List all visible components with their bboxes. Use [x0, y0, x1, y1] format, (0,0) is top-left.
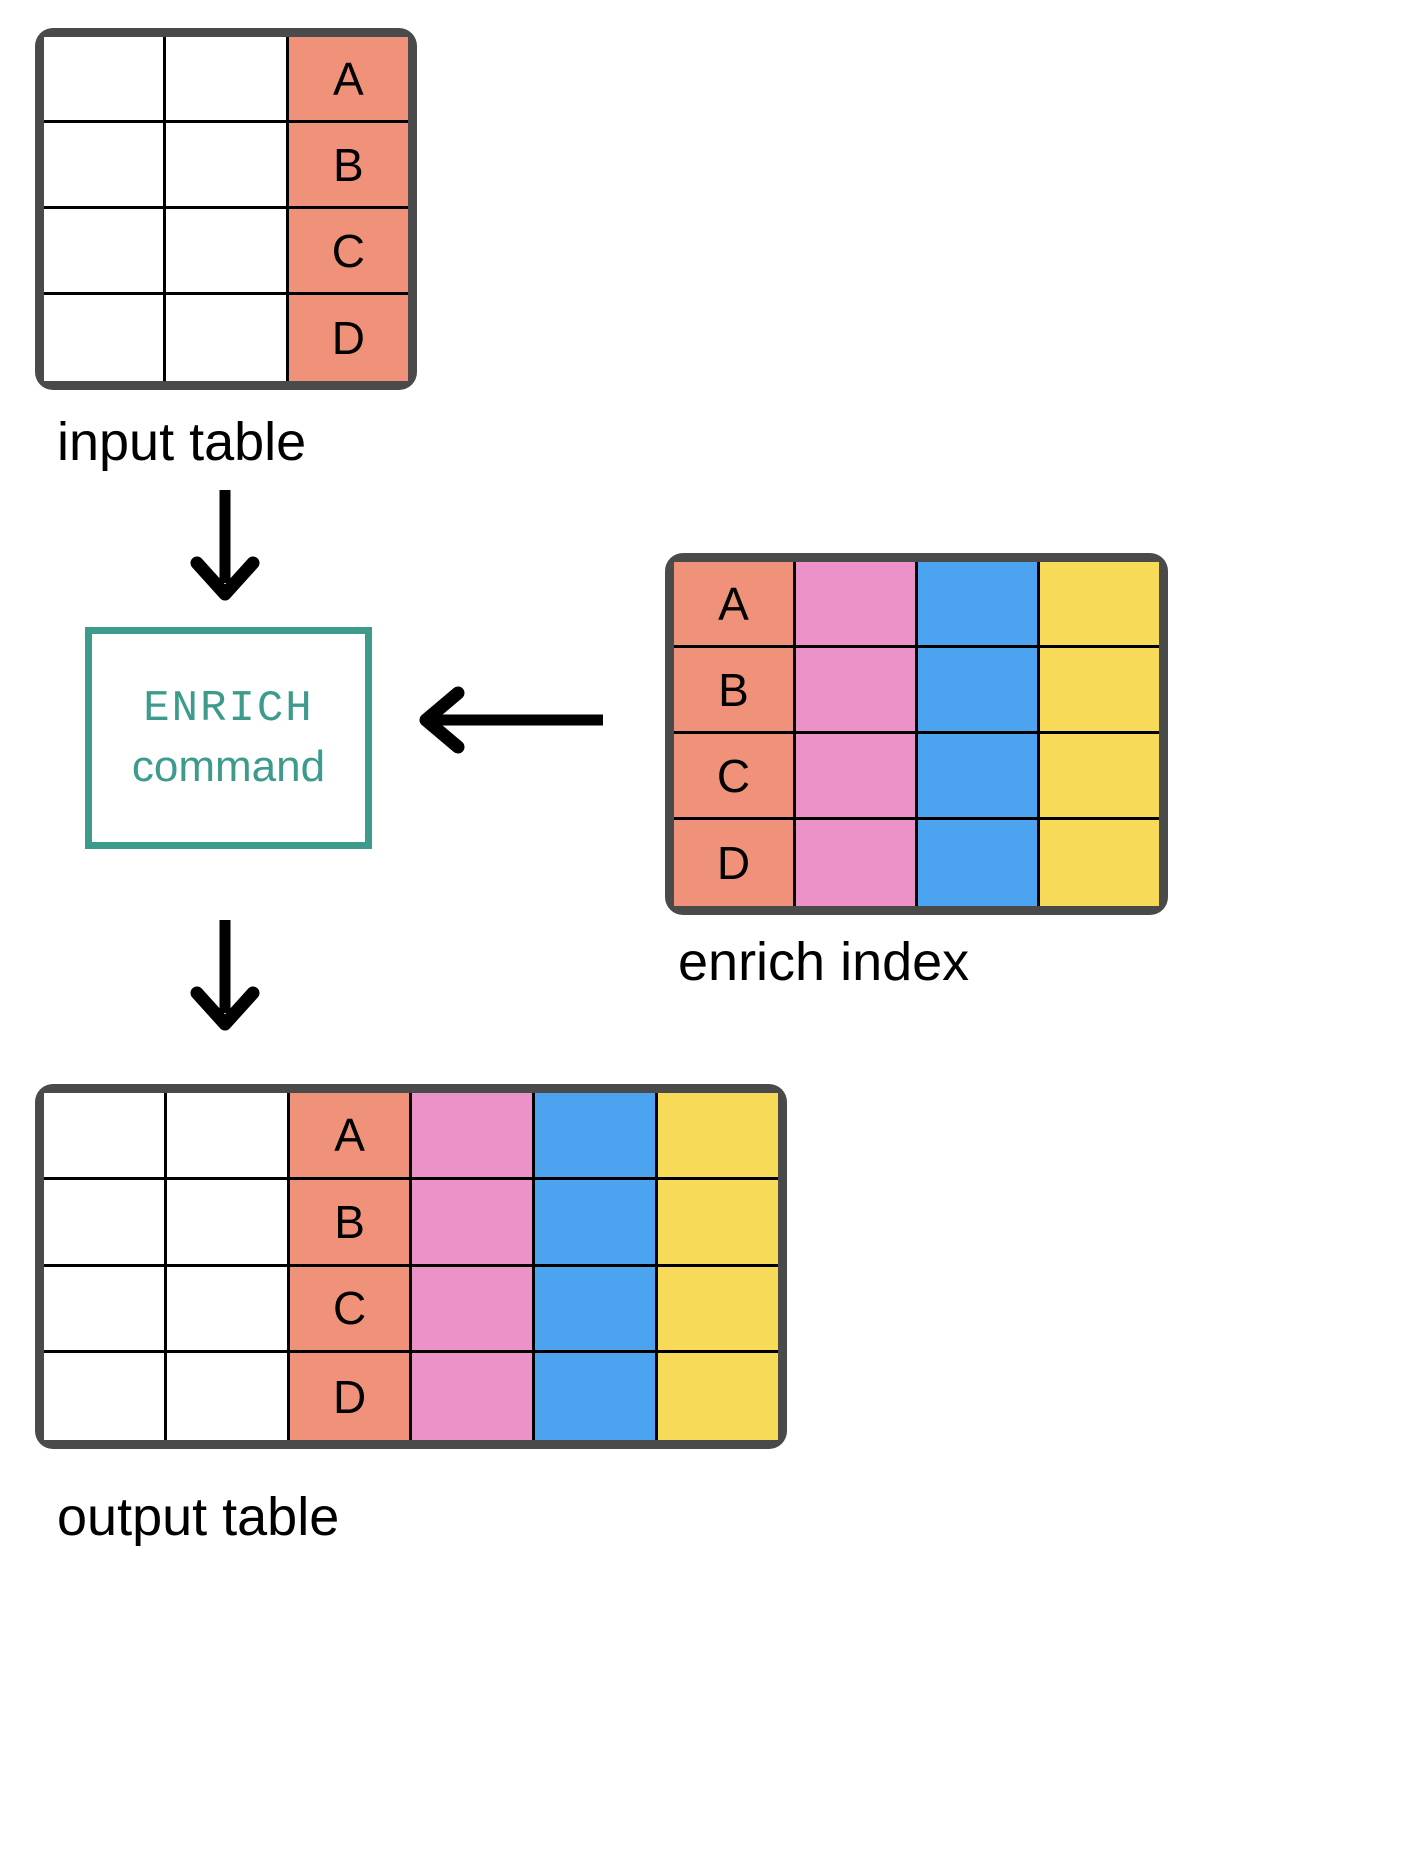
table-cell [658, 1093, 778, 1180]
table-cell [796, 734, 918, 820]
input-table-caption: input table [57, 412, 307, 472]
table-cell-key: A [674, 562, 796, 648]
table-cell [535, 1179, 659, 1267]
table-row: D [44, 1353, 778, 1440]
table-cell [44, 1093, 167, 1180]
table-cell [166, 1266, 290, 1354]
table-row: C [44, 209, 408, 295]
table-cell [44, 1353, 167, 1440]
table-cell [796, 648, 918, 734]
table-cell [44, 1179, 167, 1267]
table-row: C [44, 1266, 778, 1354]
table-cell [535, 1266, 659, 1354]
table-row: B [674, 648, 1159, 734]
table-row: A [674, 562, 1159, 648]
table-cell-key: A [289, 1093, 413, 1180]
table-row: C [674, 734, 1159, 820]
table-row: A [44, 37, 408, 123]
table-row: D [674, 820, 1159, 906]
table-cell [796, 562, 918, 648]
arrow-index-to-command [419, 686, 603, 754]
table-cell [412, 1093, 536, 1180]
table-cell [166, 1353, 290, 1440]
table-cell [918, 562, 1040, 648]
table-cell [535, 1093, 659, 1180]
table-cell [412, 1353, 536, 1440]
table-row: A [44, 1093, 778, 1180]
table-cell [44, 209, 167, 295]
table-cell [44, 295, 167, 381]
table-row: B [44, 123, 408, 209]
table-cell [44, 1266, 167, 1354]
table-cell [918, 734, 1040, 820]
table-cell [166, 1093, 290, 1180]
table-cell [166, 123, 289, 209]
table-cell [44, 123, 167, 209]
table-cell-key: A [288, 37, 408, 123]
table-cell [166, 1179, 290, 1267]
table-cell [1040, 562, 1159, 648]
table-cell [166, 209, 289, 295]
table-cell-key: D [289, 1353, 413, 1440]
table-cell-key: C [674, 734, 796, 820]
table-cell [166, 295, 289, 381]
table-cell-key: B [289, 1179, 413, 1267]
enrich-command-line-2: command [131, 742, 326, 791]
table-row: D [44, 295, 408, 381]
table-cell-key: B [288, 123, 408, 209]
table-cell [918, 820, 1040, 906]
table-cell [658, 1353, 778, 1440]
table-cell [796, 820, 918, 906]
table-row: B [44, 1179, 778, 1267]
table-cell [658, 1266, 778, 1354]
table-cell [44, 37, 167, 123]
table-cell [1040, 734, 1159, 820]
table-cell [1040, 648, 1159, 734]
table-cell [166, 37, 289, 123]
table-cell [918, 648, 1040, 734]
table-cell [535, 1353, 659, 1440]
enrich-index-caption: enrich index [678, 932, 970, 992]
table-cell [1040, 820, 1159, 906]
table-cell-key: D [674, 820, 796, 906]
enrich-command-box[interactable]: ENRICH command [85, 627, 372, 849]
table-cell-key: C [288, 209, 408, 295]
arrow-command-to-output [190, 920, 260, 1031]
table-cell-key: D [288, 295, 408, 381]
arrow-input-to-command [190, 490, 260, 601]
table-cell [412, 1266, 536, 1354]
table-cell [658, 1179, 778, 1267]
table-cell-key: C [289, 1266, 413, 1354]
enrich-command-line-1: ENRICH [143, 683, 314, 734]
output-table-caption: output table [57, 1487, 340, 1547]
table-cell-key: B [674, 648, 796, 734]
table-cell [412, 1179, 536, 1267]
